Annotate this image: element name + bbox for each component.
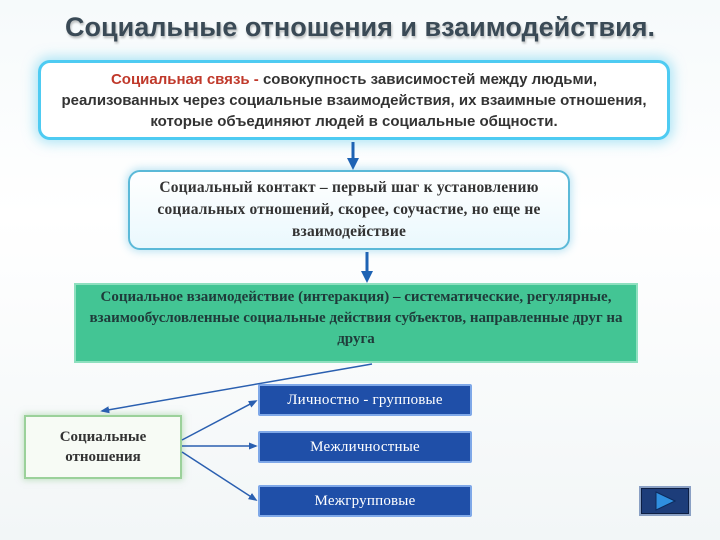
play-triangle-icon	[655, 491, 677, 511]
definition-term: Социальная связь -	[110, 70, 263, 88]
definition-box: Социальная связь - совокупность зависимо…	[38, 60, 670, 140]
category-personal-group: Личностно - групповые	[258, 384, 472, 416]
category-intergroup: Межгрупповые	[258, 485, 472, 517]
social-interaction-text: Социальное взаимодействие (интеракция) –…	[89, 289, 623, 347]
social-relations-box: Социальные отношения	[24, 415, 182, 479]
social-contact-text: Социальный контакт – первый шаг к устано…	[157, 179, 541, 240]
next-slide-button[interactable]	[639, 486, 691, 516]
category-interpersonal: Межличностные	[258, 431, 472, 463]
social-contact-box: Социальный контакт – первый шаг к устано…	[128, 170, 570, 250]
category-label: Личностно - групповые	[287, 391, 443, 408]
category-label: Межличностные	[310, 438, 420, 455]
page-title: Социальные отношения и взаимодействия.	[65, 12, 655, 42]
arrow-relations-to-intergroup	[181, 451, 258, 501]
arrow-relations-to-personal-group	[181, 400, 258, 441]
social-interaction-box: Социальное взаимодействие (интеракция) –…	[74, 283, 638, 363]
social-relations-label: Социальные отношения	[59, 429, 147, 465]
definition-text: совокупность зависимостей между людьми, …	[61, 70, 647, 130]
category-label: Межгрупповые	[314, 492, 416, 509]
